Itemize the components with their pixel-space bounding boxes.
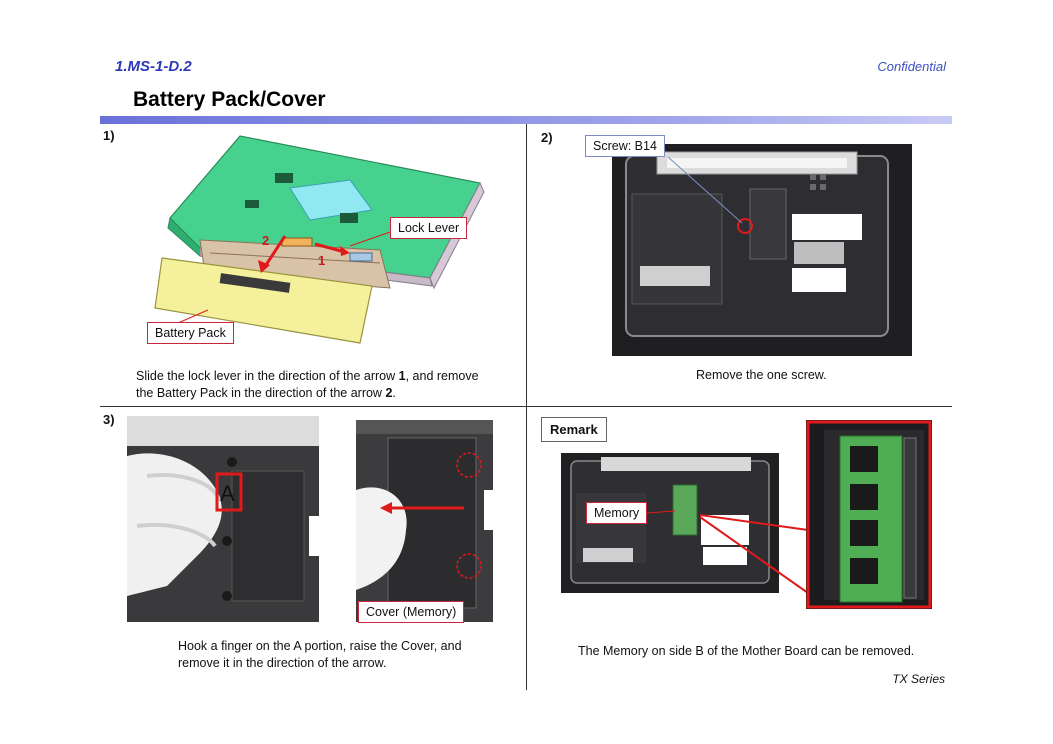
step-1-caption: Slide the lock lever in the direction of… — [136, 369, 479, 400]
remark-label: Remark — [541, 417, 607, 442]
series-footer: TX Series — [892, 672, 945, 686]
screw-b14-callout: Screw: B14 — [585, 135, 665, 157]
title-underline-bar — [100, 116, 952, 124]
step-2-caption: Remove the one screw. — [696, 368, 827, 382]
step-3-number: 3) — [103, 412, 115, 427]
laptop-underside-photo — [612, 144, 912, 356]
screw-leader-line — [667, 156, 743, 224]
laptop-battery-illustration — [154, 135, 485, 344]
step-1-number: 1) — [103, 128, 115, 143]
lock-lever-callout: Lock Lever — [390, 217, 468, 239]
step-3-caption: Hook a finger on the A portion, raise th… — [178, 639, 462, 670]
arrow-2-label: 2 — [262, 233, 270, 248]
vertical-divider — [526, 124, 527, 690]
battery-pack-callout: Battery Pack — [147, 322, 234, 344]
confidential-label: Confidential — [877, 59, 946, 74]
document-id: 1.MS-1-D.2 — [115, 58, 192, 75]
horizontal-divider — [100, 406, 952, 407]
memory-module-zoom-photo — [806, 420, 932, 609]
arrow-1-label: 1 — [318, 253, 326, 268]
remark-caption: The Memory on side B of the Mother Board… — [578, 644, 915, 658]
step-2-number: 2) — [541, 130, 553, 145]
memory-callout: Memory — [586, 502, 648, 524]
a-portion-label: A — [220, 481, 235, 506]
finger-on-cover-photo — [127, 416, 319, 622]
cover-memory-callout: Cover (Memory) — [358, 601, 465, 623]
memory-zoom-leader-lines — [646, 510, 809, 594]
page-title: Battery Pack/Cover — [133, 88, 326, 111]
cover-removal-photo — [356, 420, 493, 622]
memory-location-photo — [561, 453, 779, 593]
